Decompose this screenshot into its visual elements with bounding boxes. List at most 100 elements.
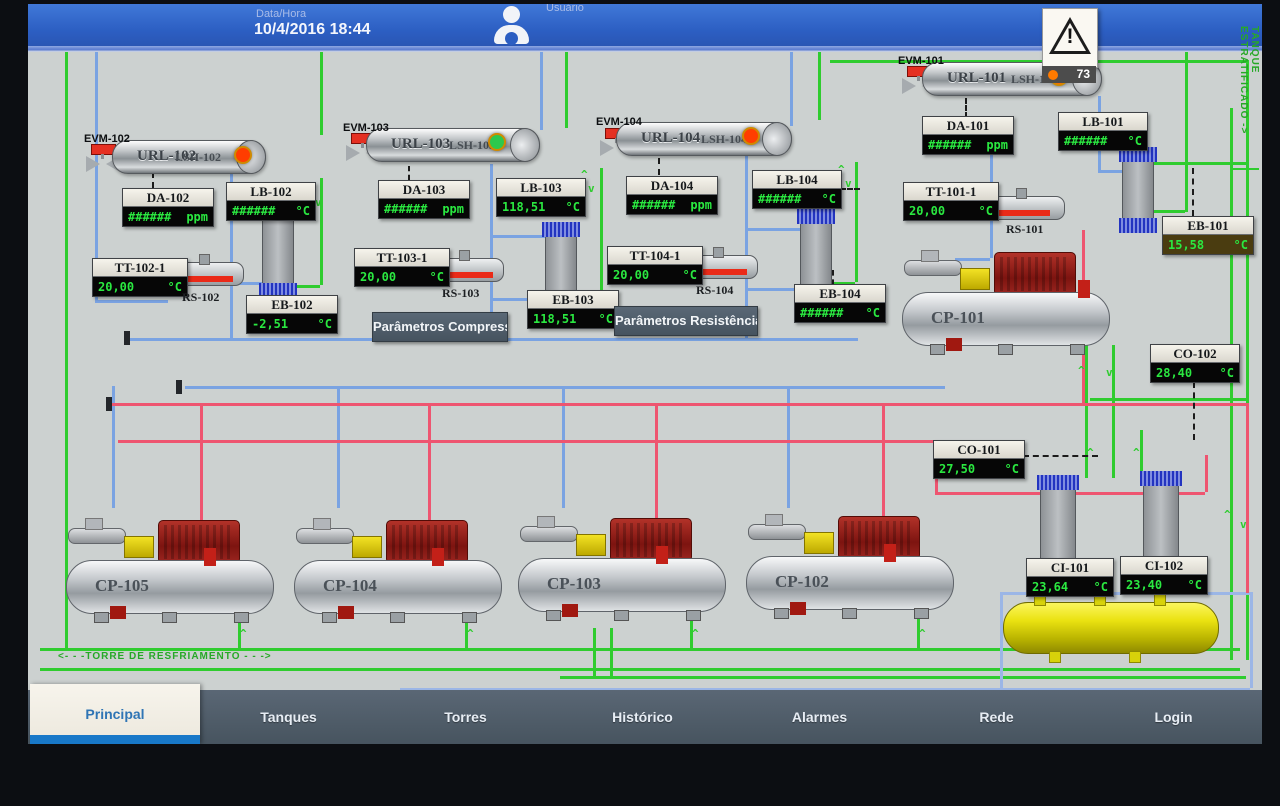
flow-arrow-up-icon: ^ xyxy=(1087,446,1094,459)
pipe-segment xyxy=(1185,50,1188,212)
active-tab-indicator xyxy=(30,735,200,744)
dashed-connector xyxy=(832,270,834,285)
pipe-segment xyxy=(1246,403,1249,593)
compressor-label: CP-103 xyxy=(547,574,601,593)
tab-historico[interactable]: Histórico xyxy=(612,709,673,725)
pipe-segment xyxy=(292,285,320,288)
compressor-body: CP-102 xyxy=(746,556,954,610)
tt-101-label: TT-101-1 xyxy=(904,183,998,201)
pipe-segment xyxy=(882,403,885,548)
dashed-connector xyxy=(840,188,860,190)
rs-101-label: RS-101 xyxy=(1006,222,1044,236)
tt-101-value: 20,00 xyxy=(909,203,946,218)
pipe-segment xyxy=(40,668,1240,671)
lb-101-value: ###### xyxy=(1064,133,1108,148)
pipe-segment xyxy=(1140,430,1143,474)
pipe-cap xyxy=(124,331,130,345)
eb-103-value: 118,51 xyxy=(533,311,577,326)
co-102-value: 28,40 xyxy=(1156,365,1193,380)
co-102-box: CO-102 28,40°C xyxy=(1150,344,1240,383)
pipe-segment xyxy=(818,50,821,120)
motor xyxy=(838,516,920,560)
eb-104-box: EB-104 ######°C xyxy=(794,284,886,323)
valve-evm-103-label: EVM-103 xyxy=(343,122,389,134)
da-101-box: DA-101 ######ppm xyxy=(922,116,1014,155)
tab-login[interactable]: Login xyxy=(1154,709,1193,725)
pipe-segment xyxy=(830,282,855,285)
pipe-cap xyxy=(176,380,182,394)
pipe-segment xyxy=(1090,398,1246,401)
user-notch xyxy=(505,32,518,45)
lb-102-unit: °C xyxy=(295,203,310,218)
warning-exclamation-icon xyxy=(1043,25,1097,49)
pipe-segment xyxy=(540,48,543,130)
tank-label: URL-104 xyxy=(641,130,701,146)
pipe-segment xyxy=(593,628,596,676)
level-lamp-102 xyxy=(234,146,252,164)
ci-102-box: CI-102 23,40°C xyxy=(1120,556,1208,595)
eb-103-box: EB-103 118,51°C xyxy=(527,290,619,329)
ci-101-unit: °C xyxy=(1093,579,1108,594)
eb-104-value: ###### xyxy=(800,305,844,320)
tab-tanques[interactable]: Tanques xyxy=(260,709,317,725)
ci-102-value: 23,40 xyxy=(1126,577,1163,592)
support-foot xyxy=(998,344,1013,355)
pipe-segment xyxy=(1230,108,1233,660)
lb-102-value: ###### xyxy=(232,203,276,218)
pipe-segment xyxy=(830,60,1246,63)
support-foot xyxy=(546,610,561,621)
tt-104-box: TT-104-1 20,00°C xyxy=(607,246,703,285)
flow-arrow-up-icon: ^ xyxy=(1133,446,1140,459)
drain-detail xyxy=(790,602,806,615)
tab-principal[interactable]: Principal xyxy=(30,684,200,744)
compressor-body: CP-104 xyxy=(294,560,502,614)
dashed-connector xyxy=(1023,455,1098,457)
pipe-segment xyxy=(320,50,323,135)
pipe-segment xyxy=(232,282,262,285)
eb-102-label: EB-102 xyxy=(247,296,337,314)
header-accent-strip xyxy=(28,46,1262,52)
valve-stem xyxy=(917,76,920,81)
compressor-cp-105: CP-105 xyxy=(66,512,276,623)
pipe-segment xyxy=(690,600,693,648)
cooling-tower-note: <- - -TORRE DE RESFRIAMENTO - - -> xyxy=(58,651,272,662)
compressor-cp-103: CP-103 xyxy=(518,510,728,621)
alarm-warning-icon[interactable] xyxy=(1042,8,1098,68)
flow-arrow-down-icon: v xyxy=(1240,518,1247,531)
tank-nozzle xyxy=(1154,594,1166,606)
resistance-params-button[interactable]: Parâmetros Resistência xyxy=(614,306,758,336)
alarm-count-badge[interactable]: 73 xyxy=(1042,66,1096,83)
lb-101-label: LB-101 xyxy=(1059,113,1147,131)
pipe-segment xyxy=(428,403,431,553)
flow-arrow-up-icon: ^ xyxy=(692,627,699,640)
tab-rede[interactable]: Rede xyxy=(979,709,1014,725)
compressor-cp-104: CP-104 xyxy=(294,512,504,623)
date-time-label: Data/Hora xyxy=(256,8,307,20)
valve-evm-102-label: EVM-102 xyxy=(84,133,130,145)
valve-body xyxy=(600,140,614,156)
user-icon[interactable] xyxy=(492,6,532,45)
ci-101-label: CI-101 xyxy=(1027,559,1113,577)
da-101-value: ###### xyxy=(928,137,972,152)
dashed-connector xyxy=(1192,168,1194,216)
level-switch-label: LSH-103 xyxy=(448,138,495,152)
flow-arrow-up-icon: ^ xyxy=(1224,508,1231,521)
co-102-label: CO-102 xyxy=(1151,345,1239,363)
dashed-connector xyxy=(965,98,967,118)
tab-alarmes[interactable]: Alarmes xyxy=(791,709,848,725)
valve-stem xyxy=(101,154,104,159)
tab-torres[interactable]: Torres xyxy=(444,709,487,725)
compressor-params-button[interactable]: Parâmetros Compressor xyxy=(372,312,508,342)
eb-102-unit: °C xyxy=(317,316,332,331)
pipe-segment xyxy=(337,386,340,508)
pipe-segment xyxy=(185,386,945,389)
lb-103-value: 118,51 xyxy=(502,199,546,214)
dashed-connector xyxy=(1193,382,1195,440)
drain-detail xyxy=(946,338,962,351)
support-foot xyxy=(234,612,249,623)
note-underline xyxy=(1231,168,1259,170)
flow-arrow-up-icon: ^ xyxy=(1078,364,1085,377)
pipe-segment xyxy=(40,648,1240,651)
discharge-fitting xyxy=(884,544,896,562)
tt-104-label: TT-104-1 xyxy=(608,247,702,265)
